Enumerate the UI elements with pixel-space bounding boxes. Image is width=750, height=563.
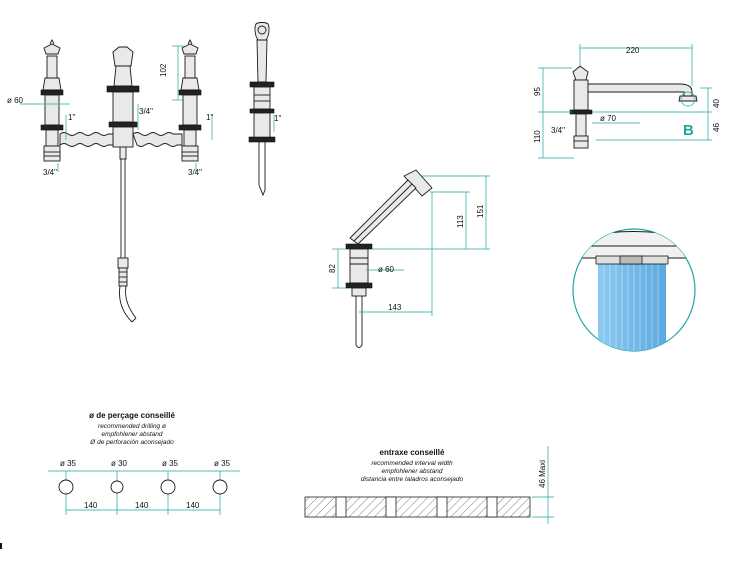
hole-diameter-1: ø 35	[60, 459, 77, 468]
hole-2	[110, 480, 124, 494]
drilling-section: ø de perçage conseillé recommended drill…	[48, 411, 240, 515]
hole-diameter-2: ø 30	[111, 459, 128, 468]
dim-front-conn-left: 1"	[68, 113, 75, 122]
detail-b-circle	[572, 228, 696, 352]
left-valve	[40, 38, 64, 162]
detail-letter-b: B	[683, 122, 694, 139]
interval-title: entraxe conseillé	[380, 448, 445, 457]
drilling-line2: empfohlener abstand	[101, 431, 162, 438]
spacing-1: 140	[84, 501, 98, 510]
drilling-title: ø de perçage conseillé	[89, 411, 175, 420]
spacing-2: 140	[135, 501, 149, 510]
drilling-line3: Ø de perforación aconsejado	[89, 439, 174, 446]
interval-section: entraxe conseillé recommended interval w…	[304, 446, 554, 524]
dim-front-conn-right: 1"	[206, 113, 213, 122]
left-hose	[59, 132, 114, 147]
spout-view: 220 95 40 46 110 3/4" ø 70 B	[533, 44, 721, 159]
dim-front-conn-bottom-left: 3/4"	[43, 168, 57, 177]
dim-hand-143: 143	[388, 303, 402, 312]
interval-line2: empfohlener abstand	[381, 468, 442, 475]
drilling-line1: recommended drilling ø	[98, 423, 166, 430]
side-view: 1"	[248, 22, 281, 197]
interval-line3: distancia entre taladros aconsejado	[361, 476, 464, 483]
dim-side-conn: 1"	[274, 114, 281, 123]
dim-front-conn-bottom-right: 3/4"	[188, 168, 202, 177]
hole-diameter-3: ø 35	[162, 459, 179, 468]
handshower-view: 113 151 82 ø 60 143	[328, 169, 490, 348]
dim-spout-110: 110	[533, 130, 542, 143]
dim-spout-46: 46	[712, 123, 721, 132]
dim-front-102: 102	[159, 63, 168, 77]
dim-hand-151: 151	[476, 204, 485, 218]
interval-line1: recommended interval width	[371, 460, 453, 467]
right-hose	[132, 132, 183, 147]
hole-diameter-4: ø 35	[214, 459, 231, 468]
dim-spout-diameter: ø 70	[600, 114, 617, 123]
dim-spout-40: 40	[712, 99, 721, 108]
hole-3	[160, 479, 176, 495]
dim-spout-220: 220	[626, 46, 640, 55]
dim-front-diameter: ø 60	[7, 96, 24, 105]
margin-mark	[0, 543, 2, 549]
dim-max: 46 Maxi	[538, 460, 547, 488]
front-view: ø 60 102 1" 3/4" 1" 3/4" 3/4"	[7, 38, 213, 323]
dim-hand-113: 113	[456, 215, 465, 228]
hole-4	[212, 479, 228, 495]
spacing-3: 140	[186, 501, 200, 510]
countertop-section	[304, 496, 531, 518]
hole-1	[58, 479, 74, 495]
center-body	[106, 46, 140, 148]
dim-front-conn-center: 3/4"	[139, 107, 153, 116]
dim-spout-95: 95	[533, 87, 542, 96]
dim-hand-diameter: ø 60	[378, 265, 395, 274]
right-valve	[178, 38, 202, 162]
dim-spout-conn: 3/4"	[551, 126, 565, 135]
dim-hand-82: 82	[328, 264, 337, 273]
